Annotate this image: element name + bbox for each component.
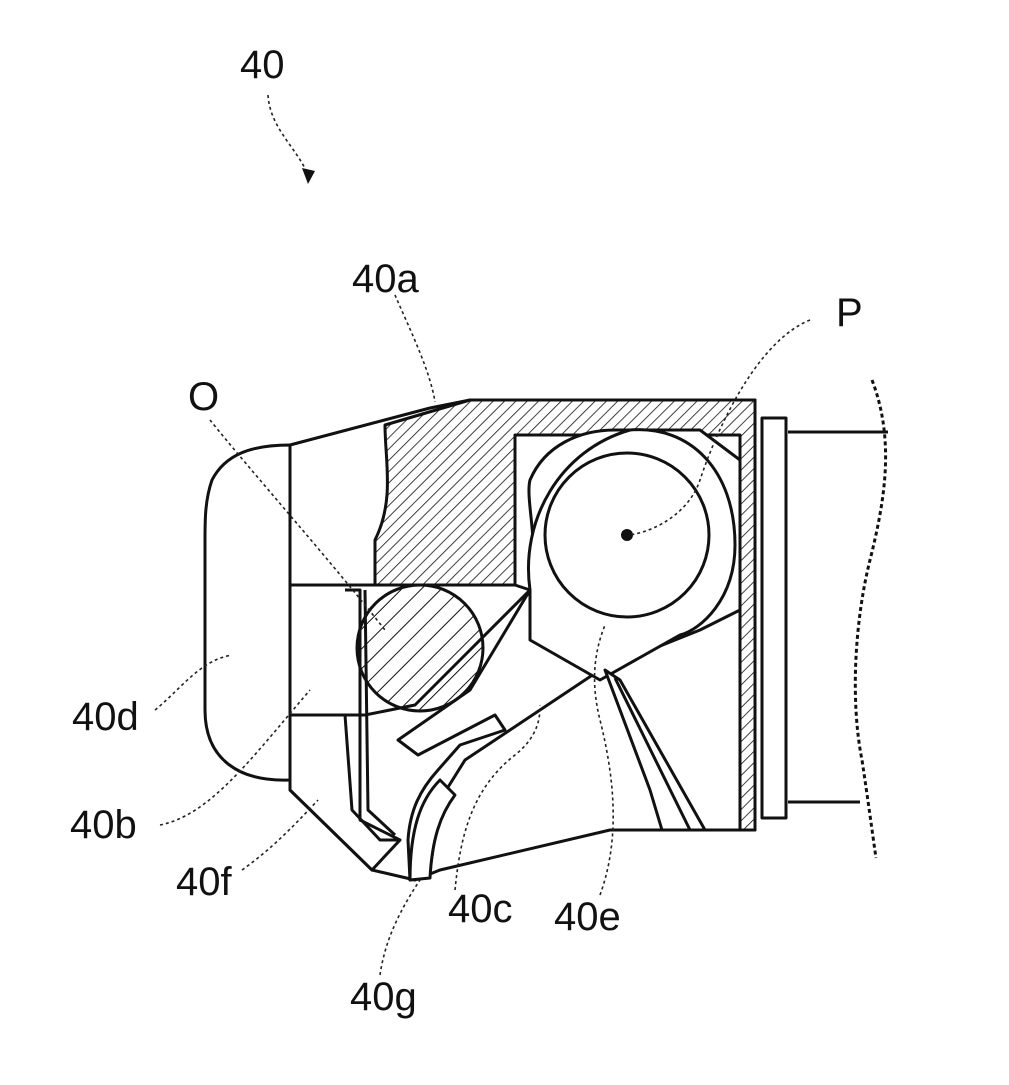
label-o: O [188, 375, 219, 419]
shaft-housing [762, 380, 888, 858]
label-40d: 40d [72, 695, 139, 739]
arrowhead-icon [302, 168, 315, 184]
part-40d-end-cap [205, 445, 290, 780]
pivot-point-p [621, 529, 633, 541]
label-40a: 40a [352, 257, 419, 301]
label-40e: 40e [554, 895, 621, 939]
pin-o [357, 585, 483, 711]
label-40: 40 [240, 43, 285, 87]
label-40b: 40b [70, 803, 137, 847]
label-40f: 40f [176, 860, 232, 904]
label-p: P [836, 291, 863, 335]
label-40c: 40c [448, 887, 513, 931]
label-40g: 40g [350, 975, 417, 1019]
